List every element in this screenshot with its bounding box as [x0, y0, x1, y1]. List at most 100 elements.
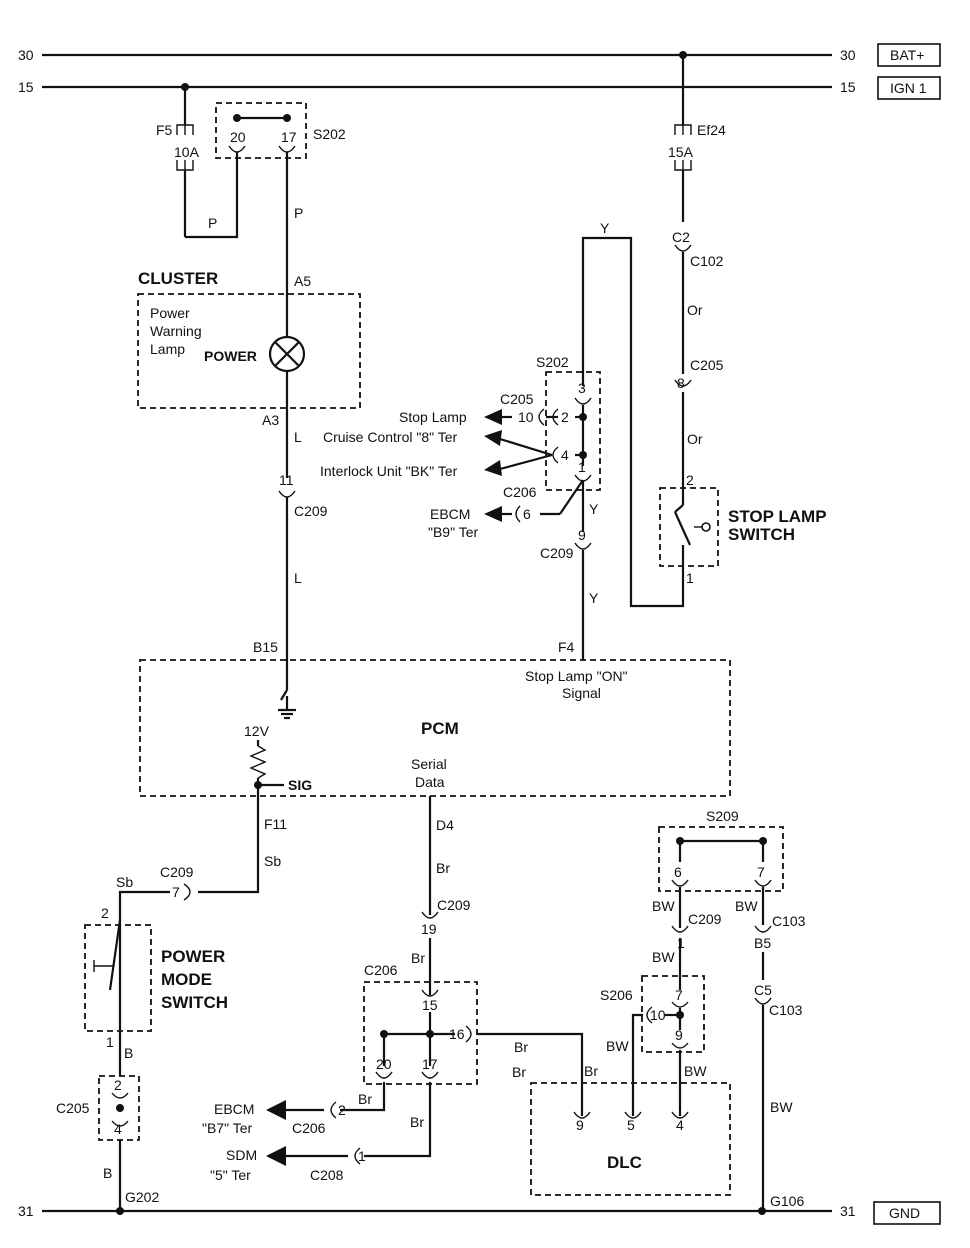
c205-b-label: C205	[690, 357, 724, 373]
power-mode-switch-line2: MODE	[161, 970, 212, 989]
target-sdm-line2: "5" Ter	[210, 1167, 251, 1183]
c209-e-label: C209	[688, 911, 722, 927]
s206-pin7: 7	[675, 987, 683, 1003]
c103-b-label: C103	[769, 1002, 803, 1018]
wire-b1: B	[124, 1045, 133, 1061]
bat-rail-right-label: 30	[840, 47, 856, 63]
power-mode-switch: 2 1 POWER MODE SWITCH	[84, 905, 228, 1076]
connector-c209-9: 9 C209	[540, 527, 592, 561]
pcm-signal-line2: Signal	[562, 685, 601, 701]
cluster-title: CLUSTER	[138, 269, 218, 288]
f5-rating: 10A	[174, 144, 200, 160]
stop-lamp-plunger-icon	[701, 522, 711, 532]
c209-pin11: 11	[279, 472, 294, 488]
cluster-pin-a5: A5	[294, 273, 311, 289]
feed-ebcm-b9: 6 C206 EBCM "B9" Ter	[428, 479, 584, 540]
c206-low-label: C206	[292, 1120, 326, 1136]
c206-pin16: 16	[449, 1026, 465, 1042]
power-warning-lamp-icon	[268, 335, 306, 373]
c206-pin6: 6	[523, 506, 531, 522]
c205-pin8: 8	[677, 375, 685, 391]
wire-br3: Br	[514, 1039, 528, 1055]
wire-l1: L	[294, 429, 302, 445]
wire-br1: Br	[436, 860, 450, 876]
s202-mid-pin4: 4	[561, 447, 569, 463]
c209-b-label: C209	[540, 545, 574, 561]
ef24-rating: 15A	[668, 144, 694, 160]
connector-c209-7: 7 C209	[160, 864, 194, 901]
connector-c206-box: C206 15 16 20 17	[363, 962, 478, 1085]
dlc-connector: 9 5 4 DLC	[530, 1082, 731, 1196]
wire-l2: L	[294, 570, 302, 586]
target-ebcm1-line1: EBCM	[430, 506, 470, 522]
wire-bw5: BW	[735, 898, 758, 914]
cluster-lamp-line3: Lamp	[150, 341, 185, 357]
feed-interlock: Interlock Unit "BK" Ter	[320, 453, 553, 479]
wire-p2: P	[294, 205, 303, 221]
bat-label-box	[877, 43, 941, 67]
c103-a-label: C103	[772, 913, 806, 929]
s209-pin6: 6	[674, 864, 682, 880]
c206-pin17: 17	[422, 1056, 438, 1072]
pcm-pin-b15: B15	[253, 639, 278, 655]
connector-c205-box: 2 4 C205	[56, 1075, 140, 1141]
wire-sb2: Sb	[116, 874, 133, 890]
feed-stop-lamp: 10 C205 Stop Lamp	[399, 391, 558, 426]
wire-br7: Br	[512, 1064, 526, 1080]
gnd-label: GND	[889, 1205, 920, 1221]
s202-top-pin20: 20	[230, 129, 246, 145]
wire-bw1: BW	[652, 898, 675, 914]
target-interlock: Interlock Unit "BK" Ter	[320, 463, 458, 479]
pull-up-resistor-icon	[249, 740, 267, 785]
s202-mid-pin3: 3	[578, 380, 586, 396]
s206-label: S206	[600, 987, 633, 1003]
stop-lamp-switch-line1: STOP LAMP	[728, 507, 827, 526]
c102-pin-c2: C2	[672, 229, 690, 245]
stop-lamp-switch: 2 1 STOP LAMP SWITCH	[659, 472, 827, 586]
ground-g106: G106	[770, 1193, 804, 1209]
c205-pin10: 10	[518, 409, 534, 425]
connector-c209-19: 19 C209	[421, 897, 471, 937]
s209-label: S209	[706, 808, 739, 824]
gnd-rail-left-label: 31	[18, 1203, 34, 1219]
dlc-pin5: 5	[627, 1117, 635, 1133]
ign-label-box	[877, 76, 941, 100]
connector-c209-11: 11 C209	[278, 472, 328, 519]
wire-bw4: BW	[684, 1063, 707, 1079]
wire-y1: Y	[600, 220, 610, 236]
wire-br6: Br	[410, 1114, 424, 1130]
target-ebcm1-line2: "B9" Ter	[428, 524, 478, 540]
wire-br5: Br	[358, 1091, 372, 1107]
c206-pin2: 2	[338, 1102, 346, 1118]
wire-y2: Y	[589, 501, 599, 517]
ignition-rail: 15 15 IGN 1	[18, 76, 941, 100]
wire-b2: B	[103, 1165, 112, 1181]
pcm-ground-switch-icon	[278, 689, 296, 720]
feed-ebcm-b7: Br 2 EBCM "B7" Ter C206	[202, 1082, 386, 1136]
ground-g202: G202	[125, 1189, 159, 1205]
wire-br2: Br	[411, 950, 425, 966]
pcm-12v: 12V	[244, 723, 270, 739]
pcm-module: B15 F4 Stop Lamp "ON" Signal PCM 12V SIG…	[139, 639, 731, 797]
wire-y-loop	[581, 236, 685, 608]
feed-sdm: Br 1 SDM "5" Ter C208	[210, 1082, 432, 1183]
pcm-pin-f11: F11	[264, 816, 287, 832]
wire-br4: Br	[584, 1063, 598, 1079]
wire-sb-to-switch	[118, 890, 170, 990]
wire-p1: P	[208, 215, 217, 231]
target-stop-lamp: Stop Lamp	[399, 409, 467, 425]
c206-pin15: 15	[422, 997, 438, 1013]
cluster-lamp-line1: Power	[150, 305, 190, 321]
gnd-label-box	[873, 1201, 941, 1225]
c209-d-label: C209	[437, 897, 471, 913]
gnd-rail-right-label: 31	[840, 1203, 856, 1219]
c209-pin7: 7	[172, 884, 180, 900]
wire-or1: Or	[687, 302, 703, 318]
pcm-serial-line2: Data	[415, 774, 445, 790]
stop-lamp-switch-pin1: 1	[686, 570, 694, 586]
s202-top-label: S202	[313, 126, 346, 142]
c206-pin20: 20	[376, 1056, 392, 1072]
wire-bw3: BW	[606, 1038, 629, 1054]
pcm-sig: SIG	[288, 777, 312, 793]
c206-mid-label: C206	[503, 484, 537, 500]
